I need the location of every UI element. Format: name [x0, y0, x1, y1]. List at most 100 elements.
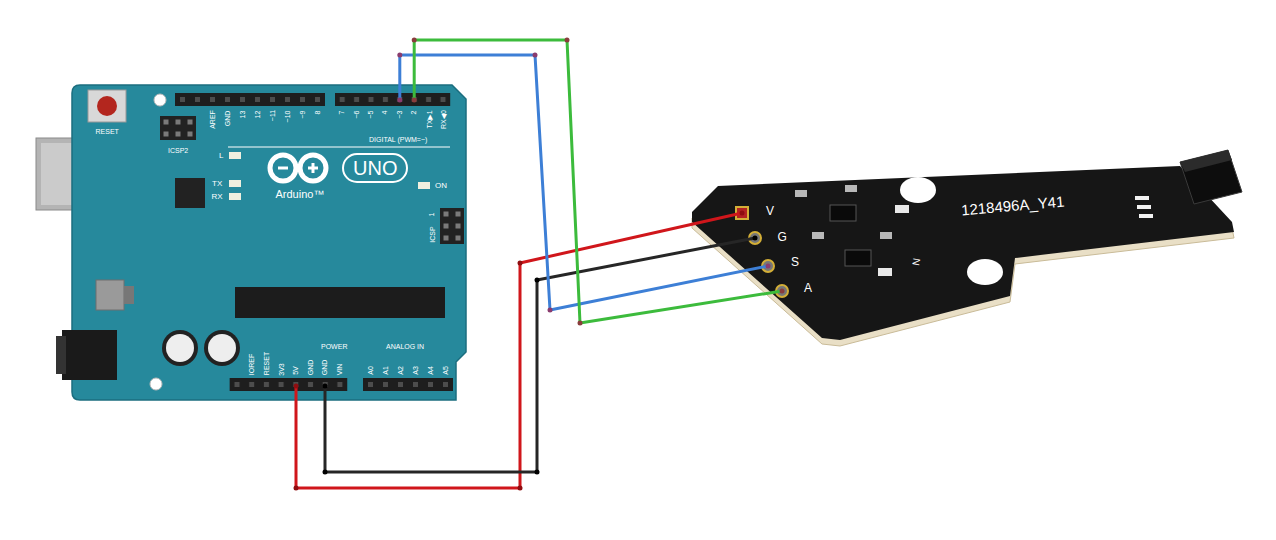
- logo: [312, 163, 315, 173]
- wire-joint: [780, 289, 785, 294]
- pad: [1137, 205, 1151, 209]
- wire-joint: [518, 261, 523, 266]
- pin-label: V: [766, 205, 774, 217]
- wire-joint: [535, 278, 540, 283]
- silkscreen-mark: N: [911, 258, 922, 267]
- wire-joint: [535, 470, 540, 475]
- smd-part: [880, 232, 892, 239]
- header-label: ICSP2: [168, 147, 188, 154]
- digital-header: [175, 93, 325, 106]
- wire-joint: [323, 384, 328, 389]
- wire-joint: [397, 53, 402, 58]
- pin-label: 4: [382, 110, 389, 114]
- capacitor: [162, 330, 198, 366]
- wires: [296, 40, 782, 488]
- pad: [1139, 214, 1153, 218]
- pin-label: A2: [397, 366, 404, 375]
- pin-label: GND: [321, 359, 328, 375]
- mounting-hole: [967, 259, 1003, 285]
- hall-sensor: [1180, 150, 1242, 204]
- pin-label: 13: [239, 110, 246, 118]
- led: [895, 205, 909, 213]
- pin-label: 7: [339, 110, 346, 114]
- pin-label: GND: [307, 359, 314, 375]
- header-label: ICSP: [429, 226, 436, 242]
- pin-label: 8: [314, 110, 321, 114]
- smd-part: [812, 232, 824, 239]
- pin-label: VIN: [336, 363, 343, 375]
- chip: [845, 250, 871, 266]
- pin-label: A: [804, 282, 812, 294]
- wire-joint: [323, 470, 328, 475]
- icsp2-header: [160, 116, 196, 140]
- pin-label: RX◀0: [440, 110, 447, 129]
- led: [229, 180, 241, 187]
- pin-label: ~3: [396, 110, 403, 118]
- sensor-module: 1218496A_Y41: [680, 140, 1250, 350]
- logo: [278, 167, 288, 170]
- pin-label: 5V: [292, 366, 299, 375]
- pin-label: GND: [224, 110, 231, 126]
- header-label: DIGITAL (PWM=~): [369, 136, 427, 143]
- brand-name: Arduino™: [276, 189, 325, 200]
- wire-joint: [548, 308, 553, 313]
- pin-label: ~6: [353, 110, 360, 118]
- logo: [300, 155, 326, 181]
- pin-label: ~10: [284, 110, 291, 122]
- led: [229, 193, 241, 200]
- pin-label: RESET: [263, 352, 270, 375]
- capacitor-top: [208, 334, 236, 362]
- led-label: L: [219, 152, 223, 160]
- pin-label: ~9: [299, 110, 306, 118]
- digital-header: [335, 93, 450, 106]
- logo: [270, 155, 296, 181]
- board-model: UNO: [353, 158, 397, 178]
- pin-label: ~5: [367, 110, 374, 118]
- wire-joint: [578, 321, 583, 326]
- wire-joint: [533, 53, 538, 58]
- power-jack: [62, 330, 117, 380]
- pin-label: 2: [411, 110, 418, 114]
- header-label: ANALOG IN: [386, 343, 424, 350]
- part-number: 1218496A_Y41: [960, 193, 1064, 217]
- smd-part: [845, 185, 857, 192]
- pin-label: 12: [254, 110, 261, 118]
- mounting-hole: [150, 378, 162, 390]
- voltage-regulator: [96, 280, 124, 310]
- chip: [830, 205, 856, 221]
- pin-label: ~11: [269, 110, 276, 121]
- wire-joint: [753, 236, 758, 241]
- capacitor: [204, 330, 240, 366]
- arduino-board-art: [36, 85, 466, 400]
- wire-joint: [518, 486, 523, 491]
- wire: [325, 238, 755, 472]
- analog-header: [363, 378, 453, 391]
- button-label: RESET: [96, 128, 119, 135]
- reset-button: [88, 90, 126, 122]
- sensor-board: [692, 166, 1234, 340]
- hall-sensor-top: [1180, 150, 1232, 172]
- wire: [400, 55, 768, 310]
- icsp-header: [440, 208, 464, 244]
- wire-joint: [412, 98, 417, 103]
- capacitor-top: [166, 334, 194, 362]
- model-badge: [343, 154, 407, 182]
- pin-label: S: [791, 256, 799, 268]
- header-label: POWER: [321, 343, 347, 350]
- wire-joint: [294, 384, 299, 389]
- wire-joint: [397, 98, 402, 103]
- pin-label: TX▶1: [425, 110, 432, 128]
- wire-joints: [294, 38, 785, 491]
- pad: [1135, 196, 1149, 200]
- mounting-hole: [154, 94, 166, 106]
- led-label: ON: [435, 182, 447, 190]
- reset-cap: [97, 96, 117, 116]
- pin-label: 3V3: [278, 363, 285, 375]
- silkscreen-line: [228, 147, 450, 148]
- sensor-module-art: [692, 150, 1242, 346]
- led: [418, 182, 430, 189]
- led: [229, 152, 241, 159]
- wire-joint: [565, 38, 570, 43]
